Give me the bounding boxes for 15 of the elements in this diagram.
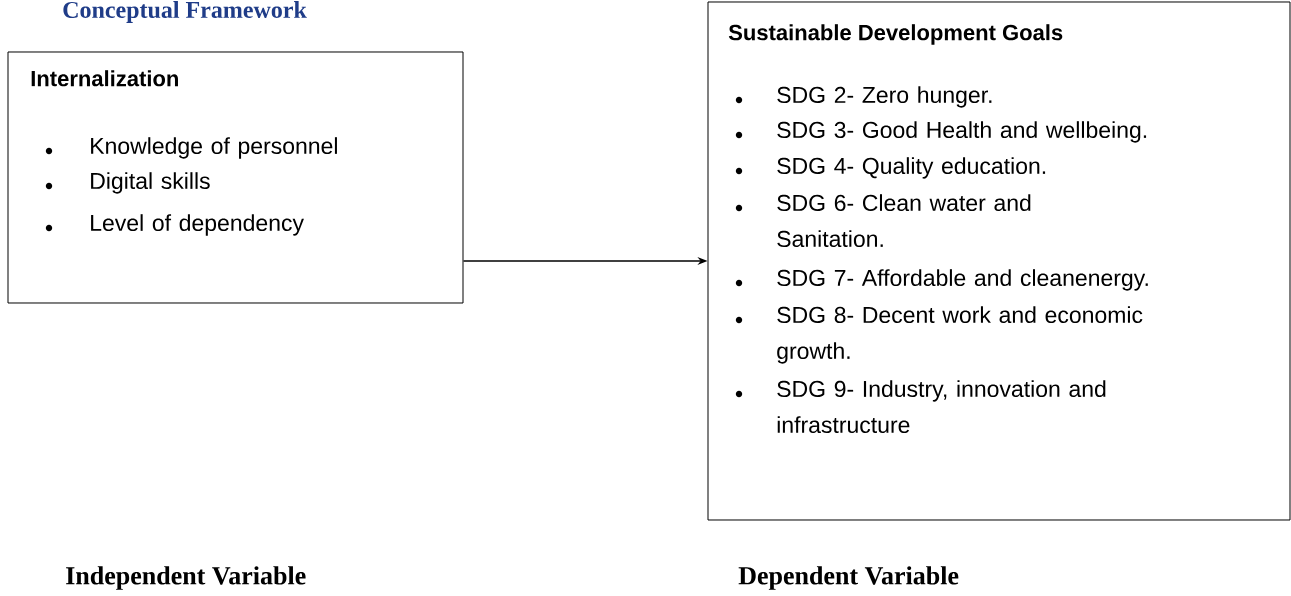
bullet-item: SDG 8- Decent work and economic growth. xyxy=(735,306,1143,364)
axis-caption: Dependent Variable xyxy=(738,566,959,590)
box-heading: Internalization xyxy=(31,70,178,87)
bullet-item: Digital skills xyxy=(45,172,210,194)
bullet-item: SDG 3- Good Health and wellbeing. xyxy=(735,121,1147,143)
bullet-item: SDG 6- Clean water and Sanitation. xyxy=(735,194,1031,248)
title: Conceptual Framework xyxy=(63,1,307,23)
box-heading: Sustainable Development Goals xyxy=(728,24,1063,45)
bullet-item: Level of dependency xyxy=(45,214,304,236)
bullet-item: SDG 4- Quality education. xyxy=(735,157,1046,179)
bullet-item: SDG 9- Industry, innovation and infrastructure xyxy=(735,380,1106,434)
bullet-item: Knowledge of personnel xyxy=(45,137,337,159)
bullet-item: SDG 2- Zero hunger. xyxy=(735,86,992,108)
axis-caption: Independent Variable xyxy=(66,566,306,590)
bullet-item: SDG 7- Affordable and cleanenergy. xyxy=(735,269,1148,291)
